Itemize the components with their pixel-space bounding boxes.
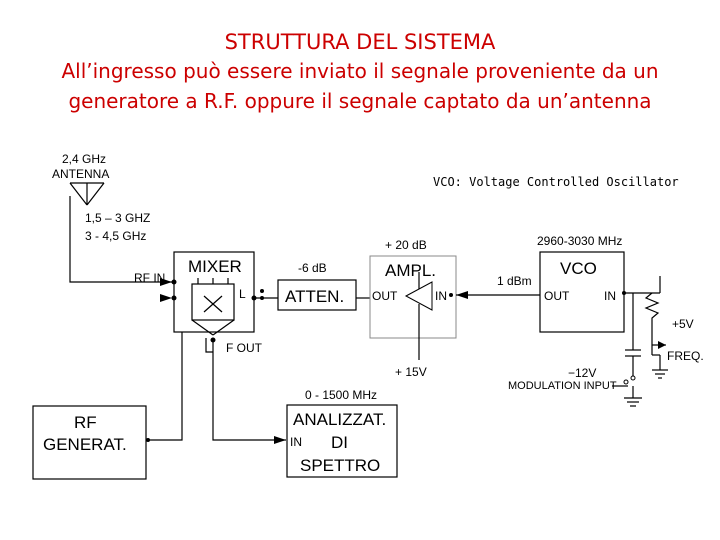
vco-label: VCO (560, 259, 597, 278)
spectrum-analyzer-block (286, 404, 398, 478)
analyzer-line3: SPETTRO (300, 456, 380, 475)
rf-generator-block (32, 405, 147, 480)
vco-supply-neg: −12V (568, 366, 596, 380)
vco-supply-pos: +5V (672, 317, 694, 331)
page-title: STRUTTURA DEL SISTEMA (224, 30, 496, 54)
antenna-wire (69, 196, 172, 283)
rf-generator-line1: RF (74, 413, 97, 432)
subtitle-line-1: All’ingresso può essere inviato il segna… (61, 59, 659, 83)
atten-value: -6 dB (298, 261, 327, 275)
antenna-freq: 2,4 GHz (62, 152, 106, 166)
ampl-in: IN (435, 289, 447, 303)
if-out-wire (212, 340, 286, 441)
mixer-rf-in: RF IN (134, 271, 165, 285)
mixer-l-port: L (239, 287, 246, 301)
antenna-icon (69, 182, 105, 206)
rf-generator-line2: GENERAT. (43, 435, 127, 454)
mixer-f-out: F OUT (226, 341, 263, 355)
analyzer-range: 0 - 1500 MHz (305, 388, 377, 402)
antenna-band-1: 1,5 – 3 GHZ (85, 211, 150, 225)
amplifier-triangle-icon (404, 272, 433, 338)
vco-range: 2960-3030 MHz (537, 234, 622, 248)
arrow-icon (274, 436, 286, 444)
attenuator-label: ATTEN. (285, 287, 344, 306)
antenna-band-2: 3 - 4,5 GHz (85, 229, 146, 243)
vco-block (539, 251, 625, 333)
vco-control-circuit (612, 276, 668, 407)
vco-power: 1 dBm (497, 274, 532, 288)
arrow-icon (160, 294, 172, 302)
ampl-gain: + 20 dB (385, 238, 427, 252)
vco-note: VCO: Voltage Controlled Oscillator (433, 175, 679, 189)
arrow-icon (160, 278, 172, 286)
vco-mod-input: MODULATION INPUT (508, 380, 617, 392)
antenna-label: ANTENNA (52, 167, 109, 181)
mixer-label: MIXER (188, 257, 242, 276)
analyzer-line1: ANALIZZAT. (293, 410, 386, 429)
vco-in: IN (604, 289, 616, 303)
arrow-icon (456, 291, 468, 299)
amplifier-label: AMPL. (385, 261, 436, 280)
analyzer-in: IN (290, 435, 302, 449)
analyzer-line2: DI (331, 433, 348, 452)
ampl-supply: + 15V (395, 365, 427, 379)
ampl-out: OUT (372, 289, 398, 303)
subtitle-line-2: generatore a R.F. oppure il segnale capt… (68, 89, 652, 113)
vco-out: OUT (544, 289, 570, 303)
mixer-symbol-icon (191, 278, 235, 336)
vco-freq: FREQ. (667, 349, 704, 363)
attenuator-block (277, 279, 357, 311)
